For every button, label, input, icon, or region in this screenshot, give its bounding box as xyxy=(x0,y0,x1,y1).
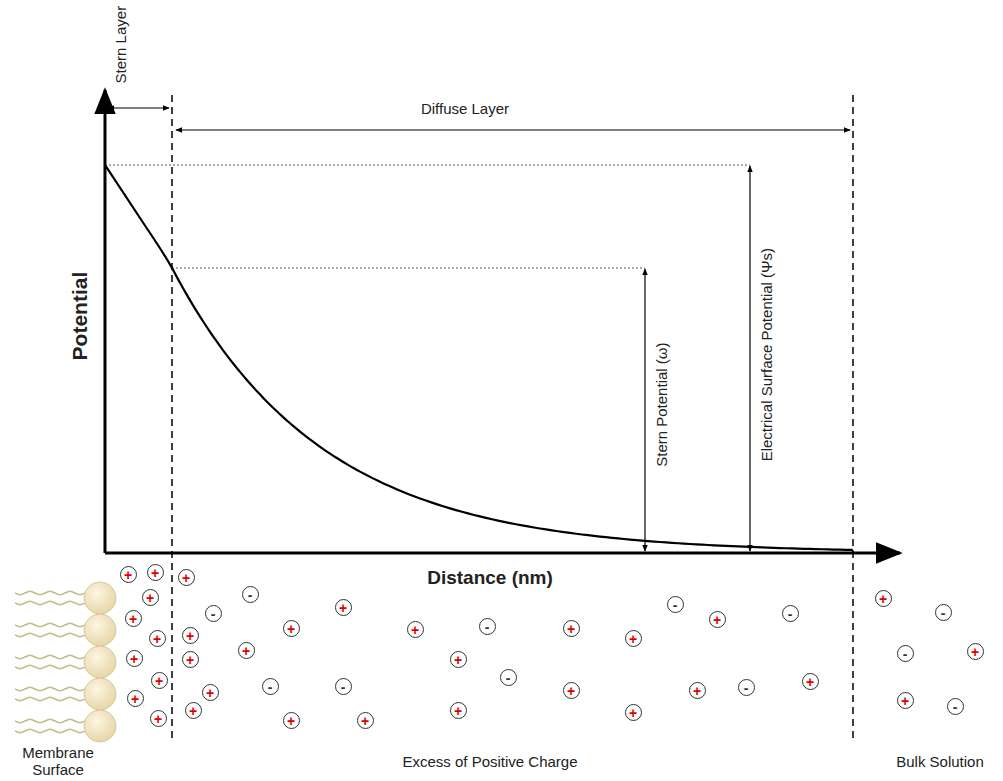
lipid-tail xyxy=(15,623,85,626)
cation-symbol: + xyxy=(357,712,374,729)
region-label: Distance (nm) xyxy=(427,567,553,589)
lipid-tail xyxy=(15,591,85,594)
lipid-tail xyxy=(15,633,85,636)
anion-symbol: - xyxy=(738,679,755,696)
cation-symbol: + xyxy=(125,610,142,627)
lipid-membrane xyxy=(15,582,116,742)
lipid-tail xyxy=(15,655,85,658)
lipid-head xyxy=(84,614,116,646)
cation-symbol: + xyxy=(897,692,914,709)
cation-symbol: + xyxy=(625,704,642,721)
lipid-tail xyxy=(15,729,85,732)
boundary-lines xyxy=(172,95,853,742)
lipid-head xyxy=(84,582,116,614)
cation-symbol: + xyxy=(283,712,300,729)
lipid-tail xyxy=(15,687,85,690)
anion-symbol: - xyxy=(205,605,222,622)
cation-symbol: + xyxy=(127,690,144,707)
cation-symbol: + xyxy=(875,590,892,607)
region-label: Diffuse Layer xyxy=(421,100,509,117)
rotated-label: Stern Layer xyxy=(112,6,129,84)
cation-symbol: + xyxy=(450,651,467,668)
cation-symbol: + xyxy=(202,684,219,701)
cation-symbol: + xyxy=(150,710,167,727)
cation-symbol: + xyxy=(238,642,255,659)
region-label: Bulk Solution xyxy=(896,753,984,770)
lipid-tail xyxy=(15,719,85,722)
rotated-label: Stern Potential (ω) xyxy=(652,343,669,467)
region-label: Excess of Positive Charge xyxy=(402,753,577,770)
anion-symbol: - xyxy=(262,678,279,695)
lipid-head xyxy=(84,710,116,742)
cation-symbol: + xyxy=(147,564,164,581)
cation-symbol: + xyxy=(178,569,195,586)
anion-symbol: - xyxy=(479,618,496,635)
anion-symbol: - xyxy=(897,645,914,662)
region-label: Membrane Surface xyxy=(18,744,98,779)
lipid-head xyxy=(84,678,116,710)
anion-symbol: - xyxy=(335,678,352,695)
dimension-arrows xyxy=(108,108,850,551)
cation-symbol: + xyxy=(407,621,424,638)
anion-symbol: - xyxy=(935,604,952,621)
cation-symbol: + xyxy=(563,682,580,699)
guide-lines xyxy=(105,165,750,268)
anion-symbol: - xyxy=(242,586,259,603)
cation-symbol: + xyxy=(335,599,352,616)
anion-symbol: - xyxy=(667,596,684,613)
lipid-tail xyxy=(15,697,85,700)
cation-symbol: + xyxy=(283,620,300,637)
cation-symbol: + xyxy=(182,627,199,644)
rotated-label: Electrical Surface Potential (Ψs) xyxy=(758,248,775,461)
cation-symbol: + xyxy=(120,566,137,583)
cation-symbol: + xyxy=(689,682,706,699)
cation-symbol: + xyxy=(185,702,202,719)
cation-symbol: + xyxy=(142,589,159,606)
cation-symbol: + xyxy=(151,672,168,689)
lipid-tail xyxy=(15,601,85,604)
cation-symbol: + xyxy=(182,651,199,668)
cation-symbol: + xyxy=(126,650,143,667)
lipid-tail xyxy=(15,665,85,668)
cation-symbol: + xyxy=(709,611,726,628)
cation-symbol: + xyxy=(149,630,166,647)
cation-symbol: + xyxy=(450,702,467,719)
anion-symbol: - xyxy=(500,669,517,686)
lipid-head xyxy=(84,646,116,678)
cation-symbol: + xyxy=(563,620,580,637)
cation-symbol: + xyxy=(802,673,819,690)
potential-curve xyxy=(105,165,853,552)
anion-symbol: - xyxy=(782,605,799,622)
cation-symbol: + xyxy=(967,643,984,660)
anion-symbol: - xyxy=(947,698,964,715)
axes xyxy=(105,90,900,553)
rotated-label: Potential xyxy=(68,272,92,361)
cation-symbol: + xyxy=(625,630,642,647)
